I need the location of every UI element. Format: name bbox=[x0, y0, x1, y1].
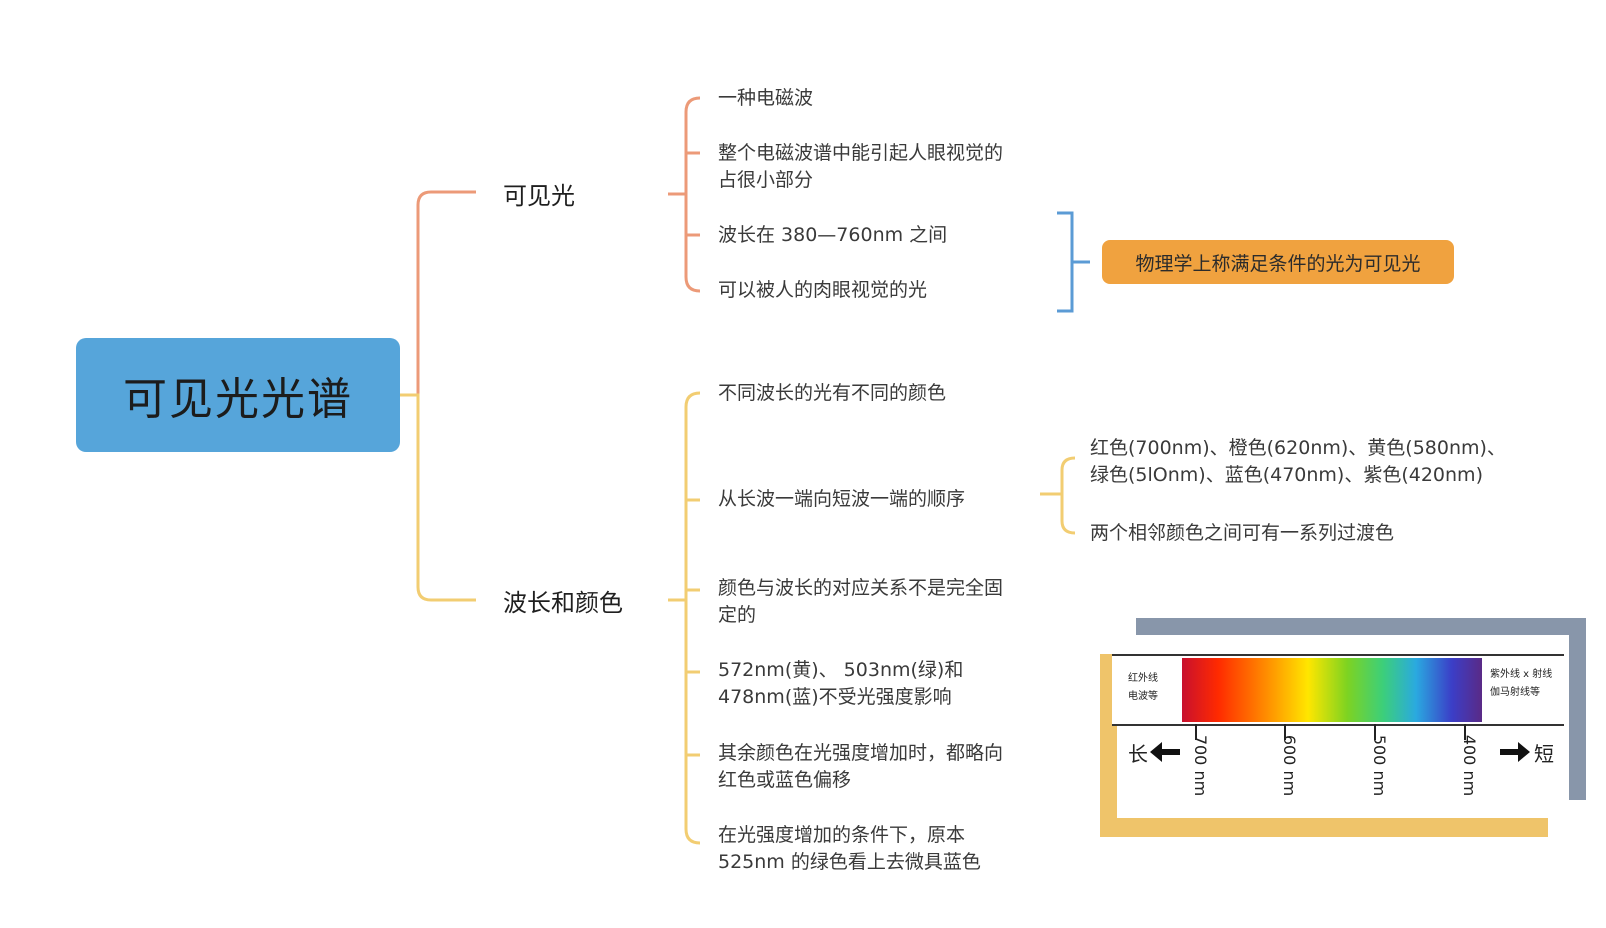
item-wavelength-range[interactable]: 波长在 380—760nm 之间 bbox=[718, 224, 948, 246]
item-color-shift[interactable]: 其余颜色在光强度增加时，都略向 红色或蓝色偏移 bbox=[718, 742, 1004, 791]
tick-label-600: 600 nm bbox=[1280, 734, 1300, 797]
label-short: 短 bbox=[1534, 742, 1554, 766]
arrow-left-icon bbox=[1150, 742, 1180, 762]
tick-label-700: 700 nm bbox=[1191, 734, 1211, 797]
connector-root-branch1 bbox=[400, 190, 476, 397]
item-invariant-wavelengths[interactable]: 572nm(黄)、 503nm(绿)和 478nm(蓝)不受光强度影响 bbox=[718, 659, 964, 708]
item-not-fixed[interactable]: 颜色与波长的对应关系不是完全固 定的 bbox=[718, 577, 1004, 626]
item-order-colors[interactable]: 红色(700nm)、橙色(620nm)、黄色(580nm)、 绿色(5lOnm)… bbox=[1090, 437, 1506, 486]
spectrum-right-label: 紫外线 x 射线 伽马射线等 bbox=[1490, 669, 1553, 698]
root-node[interactable]: 可见光光谱 bbox=[76, 338, 400, 452]
branch-visible-light[interactable]: 可见光 bbox=[503, 182, 575, 210]
root-label: 可见光光谱 bbox=[123, 374, 353, 425]
bracket-branch1 bbox=[668, 96, 701, 293]
tick-500 bbox=[1374, 724, 1376, 740]
item-small-part[interactable]: 整个电磁波谱中能引起人眼视觉的 占很小部分 bbox=[718, 142, 1004, 191]
item-order[interactable]: 从长波一端向短波一端的顺序 bbox=[718, 488, 966, 510]
tick-label-400: 400 nm bbox=[1460, 734, 1480, 797]
arrow-right-icon bbox=[1500, 742, 1530, 762]
bracket-branch2 bbox=[668, 391, 701, 845]
branch-wavelength-color[interactable]: 波长和颜色 bbox=[503, 589, 623, 617]
frame-gray-right bbox=[1569, 618, 1586, 800]
frame-gray-top bbox=[1136, 618, 1584, 635]
label-long: 长 bbox=[1128, 742, 1148, 766]
item-transition-colors[interactable]: 两个相邻颜色之间可有一系列过渡色 bbox=[1090, 522, 1395, 544]
tick-700 bbox=[1195, 724, 1197, 740]
callout-label: 物理学上称满足条件的光为可见光 bbox=[1135, 252, 1421, 275]
connector-root-branch2 bbox=[400, 393, 476, 602]
item-different-colors[interactable]: 不同波长的光有不同的颜色 bbox=[718, 382, 947, 404]
tick-400 bbox=[1464, 724, 1466, 740]
item-visible-by-eye[interactable]: 可以被人的肉眼视觉的光 bbox=[718, 279, 928, 301]
tick-label-500: 500 nm bbox=[1370, 734, 1390, 797]
frame-yellow-bottom bbox=[1100, 818, 1548, 837]
spectrum-rainbow-bar bbox=[1182, 658, 1482, 722]
item-em-wave[interactable]: 一种电磁波 bbox=[718, 87, 814, 109]
summary-bracket bbox=[1057, 211, 1090, 313]
tick-600 bbox=[1284, 724, 1286, 740]
callout-definition[interactable]: 物理学上称满足条件的光为可见光 bbox=[1102, 240, 1454, 284]
item-green-blue[interactable]: 在光强度增加的条件下，原本 525nm 的绿色看上去微具蓝色 bbox=[718, 824, 981, 873]
spectrum-diagram: 红外线 电波等 紫外线 x 射线 伽马射线等 bbox=[1112, 654, 1564, 726]
bracket-order-children bbox=[1040, 456, 1076, 535]
spectrum-left-label: 红外线 电波等 bbox=[1128, 673, 1158, 702]
